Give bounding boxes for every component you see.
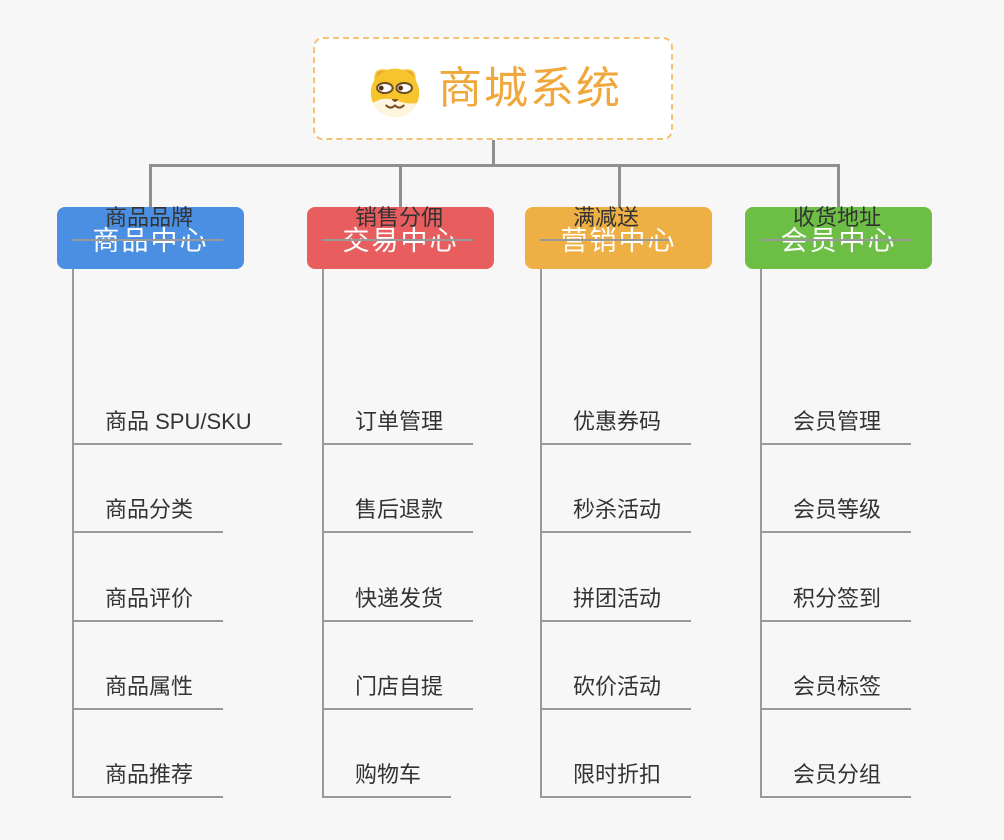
trunk-line <box>760 269 762 798</box>
branch-connector-stub <box>618 165 621 210</box>
branch-connector-stub <box>149 165 152 210</box>
branch-connector-stub <box>399 165 402 210</box>
root-node[interactable]: 商城系统 <box>313 37 673 140</box>
leaf-node[interactable]: 售后退款 <box>322 499 474 533</box>
leaf-node[interactable]: 商品分类 <box>72 499 224 533</box>
leaf-node[interactable]: 优惠券码 <box>540 411 692 445</box>
leaf-node[interactable]: 秒杀活动 <box>540 499 692 533</box>
leaf-node[interactable]: 订单管理 <box>322 411 474 445</box>
leaf-node[interactable]: 会员等级 <box>760 499 912 533</box>
root-connector-line <box>492 140 495 166</box>
leaf-node[interactable]: 会员分组 <box>760 764 912 798</box>
leaf-node[interactable]: 限时折扣 <box>540 764 692 798</box>
branch-column-member: 会员管理 会员等级 积分签到 会员标签 会员分组 收货地址 <box>745 207 995 807</box>
branch-column-trade: 订单管理 售后退款 快递发货 门店自提 购物车 销售分佣 <box>307 207 557 807</box>
branch-connector-stub <box>837 165 840 210</box>
leaf-node[interactable]: 商品品牌 <box>72 207 224 241</box>
leaf-node[interactable]: 商品推荐 <box>72 764 224 798</box>
leaf-node[interactable]: 销售分佣 <box>322 207 474 241</box>
branch-column-marketing: 优惠券码 秒杀活动 拼团活动 砍价活动 限时折扣 满减送 <box>525 207 775 807</box>
leaf-node[interactable]: 购物车 <box>322 764 452 798</box>
branch-connector-bar <box>149 164 840 167</box>
leaf-node[interactable]: 积分签到 <box>760 588 912 622</box>
leaf-node[interactable]: 快递发货 <box>322 588 474 622</box>
leaf-node[interactable]: 门店自提 <box>322 676 474 710</box>
leaf-node[interactable]: 商品 SPU/SKU <box>72 411 282 445</box>
leaf-node[interactable]: 商品评价 <box>72 588 224 622</box>
trunk-line <box>540 269 542 798</box>
leaf-node[interactable]: 砍价活动 <box>540 676 692 710</box>
leaf-node[interactable]: 满减送 <box>540 207 670 241</box>
trunk-line <box>72 269 74 798</box>
leaf-node[interactable]: 会员管理 <box>760 411 912 445</box>
branch-column-product: 商品 SPU/SKU 商品分类 商品评价 商品属性 商品推荐 商品品牌 <box>57 207 307 807</box>
leaf-node[interactable]: 商品属性 <box>72 676 224 710</box>
leaf-node[interactable]: 会员标签 <box>760 676 912 710</box>
leaf-node[interactable]: 收货地址 <box>760 207 912 241</box>
leaf-node[interactable]: 拼团活动 <box>540 588 692 622</box>
root-node-label: 商城系统 <box>438 63 622 113</box>
trunk-line <box>322 269 324 798</box>
doge-face-icon <box>370 68 420 117</box>
